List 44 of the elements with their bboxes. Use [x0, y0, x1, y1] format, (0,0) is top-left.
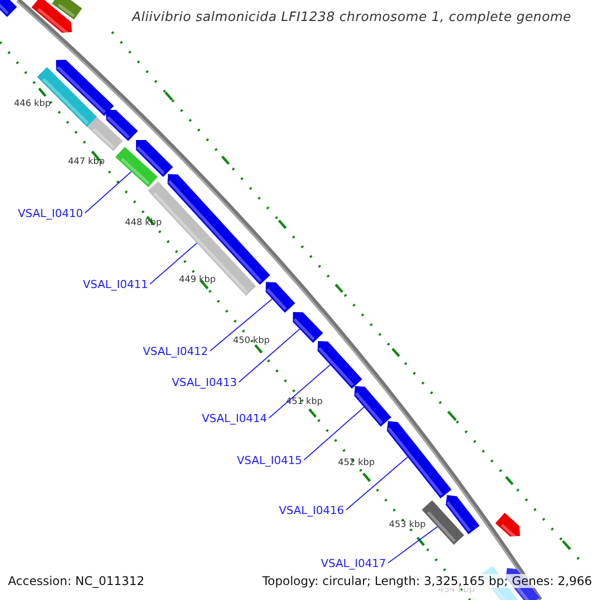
- scale-label: 447 kbp: [68, 157, 105, 168]
- leader-line: [268, 364, 331, 418]
- map-title: Aliivibrio salmonicida LFI1238 chromosome 1, complete genome: [132, 10, 572, 25]
- gene-label: VSAL_I0417: [320, 557, 386, 570]
- leader-line: [346, 456, 408, 510]
- leader-line: [388, 526, 438, 564]
- leader-line: [238, 328, 300, 382]
- scale-label: 446 kbp: [14, 99, 51, 110]
- gene-feature-bar: [106, 110, 138, 142]
- scale-label: 453 kbp: [389, 520, 426, 531]
- gene-label: VSAL_I0410: [18, 207, 83, 220]
- gene-feature-bar: [32, 0, 72, 35]
- gene-feature-bar: [148, 181, 256, 296]
- gene-label: VSAL_I0416: [278, 504, 344, 517]
- leader-line: [150, 242, 198, 284]
- gene-feature-bar: [115, 146, 158, 188]
- gene-feature-bar: [56, 60, 114, 116]
- scale-label: 448 kbp: [125, 218, 162, 229]
- gene-feature-bar: [87, 116, 123, 152]
- gene-feature-bar: [495, 512, 520, 539]
- scale-label: 449 kbp: [179, 275, 216, 286]
- leader-line: [210, 298, 273, 352]
- leader-line: [304, 406, 364, 460]
- gene-feature-bar: [52, 0, 82, 20]
- accession-text: Accession: NC_011312: [8, 574, 144, 588]
- gene-label: VSAL_I0413: [172, 376, 237, 389]
- gene-feature-bar: [318, 341, 362, 389]
- scale-label: 452 kbp: [338, 458, 375, 469]
- genome-summary-text: Topology: circular; Length: 3,325,165 bp; Genes: 2,966: [262, 574, 592, 588]
- gene-feature-bar: [386, 421, 452, 498]
- scale-label: 451 kbp: [286, 397, 323, 408]
- gene-label: VSAL_I0411: [82, 278, 148, 291]
- scale-label: 450 kbp: [233, 336, 270, 347]
- gene-feature-bar: [136, 140, 173, 177]
- gene-label: VSAL_I0412: [142, 345, 208, 358]
- gene-feature-bar: [446, 495, 480, 534]
- leader-line: [84, 171, 132, 214]
- gene-feature-bar: [0, 0, 17, 17]
- gene-feature-bar: [266, 282, 296, 313]
- gene-label: VSAL_I0415: [236, 454, 302, 467]
- gene-feature-bar: [292, 312, 324, 343]
- gene-feature-bar: [354, 386, 392, 427]
- gene-feature-bar: [168, 174, 270, 285]
- gene-label: VSAL_I0414: [202, 412, 267, 425]
